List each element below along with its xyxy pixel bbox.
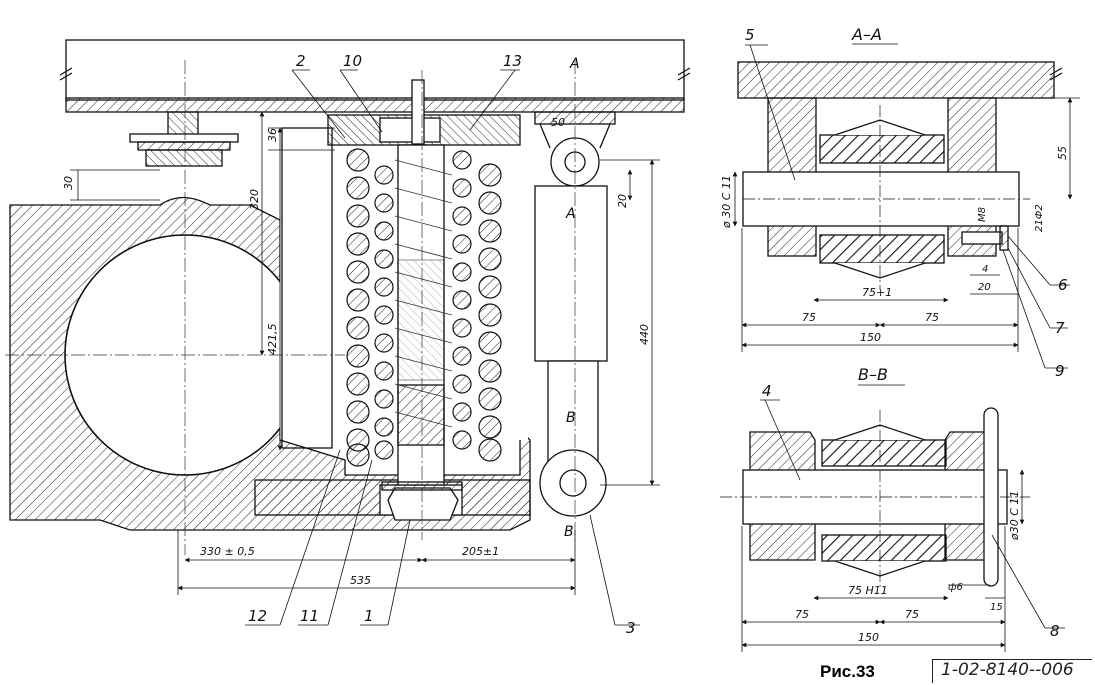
washer-top [129, 133, 239, 143]
cut-b-low: B [564, 524, 574, 540]
callout-5: 5 [745, 26, 755, 44]
dim-205: 205±1 [462, 545, 499, 558]
section-bb [720, 384, 1065, 652]
spring-wire-lines [394, 159, 453, 428]
aa-dim-75b: 75 [925, 311, 939, 324]
top-beam [65, 39, 685, 101]
damper-rod [547, 360, 599, 462]
bb-dim-dia: ø30 C 11 [1008, 491, 1021, 541]
figure-label: Рис.33 [820, 662, 875, 681]
spring-coils [346, 148, 502, 467]
dim-421-5: 421,5 [266, 324, 279, 356]
callout-13: 13 [503, 52, 522, 70]
aa-dim-4: 4 [982, 264, 988, 275]
callout-12: 12 [248, 607, 267, 625]
cut-b-mid: B [566, 410, 576, 426]
dim-320: 320 [248, 189, 261, 210]
section-bb-labels: B–B 4 8 ø30 C 11 75 H11 ф6 15 75 75 150 [762, 365, 1060, 644]
dim-440: 440 [638, 324, 651, 345]
washer-mid [137, 141, 231, 151]
top-beam-plate [65, 97, 685, 113]
aa-bushing-top [819, 134, 945, 164]
callout-4: 4 [762, 382, 772, 400]
section-aa-labels: A–A 5 6 7 9 55 ø 30 C 11 M8 21Ф2 4 20 75… [720, 25, 1069, 380]
section-aa-title: A–A [851, 25, 882, 44]
callout-2: 2 [296, 52, 306, 70]
aa-dim-m8: M8 [977, 207, 988, 222]
main-labels: 2 10 13 12 11 1 3 A A B B 50 36 320 30 2… [62, 52, 651, 637]
dim-330: 330 ± 0,5 [200, 545, 255, 558]
bb-dim-15: 15 [990, 602, 1003, 613]
bb-bushing-top [821, 439, 947, 467]
bb-bushing-bottom [821, 534, 947, 562]
callout-10: 10 [343, 52, 362, 70]
aa-dim-dia: ø 30 C 11 [720, 175, 733, 229]
aa-dim-21: 21Ф2 [1034, 204, 1045, 232]
bb-dim-phi6: ф6 [948, 582, 963, 593]
callout-3: 3 [626, 619, 636, 637]
damper-body [534, 185, 608, 362]
dim-535: 535 [350, 574, 371, 587]
aa-dim-150: 150 [860, 331, 881, 344]
bb-cotter-pin [983, 407, 999, 587]
aa-bushing-bottom [819, 234, 945, 264]
eye-bottom [539, 449, 607, 517]
aa-dim-55: 55 [1056, 146, 1069, 160]
callout-8: 8 [1050, 622, 1060, 640]
section-aa [732, 43, 1080, 369]
dim-30: 30 [62, 176, 75, 190]
main-view [5, 39, 691, 626]
aa-dim-75-1: 75+1 [862, 286, 892, 299]
cut-a-mid: A [565, 206, 576, 222]
aa-dim-75a: 75 [802, 311, 816, 324]
aa-dim-20: 20 [978, 282, 991, 293]
bb-dim-75b: 75 [905, 608, 919, 621]
cut-a-top: A [569, 56, 580, 72]
document-number: 1-02-8140--006 [932, 659, 1092, 683]
nut [387, 487, 459, 521]
bb-dim-75a: 75 [795, 608, 809, 621]
dim-20: 20 [616, 194, 629, 208]
dim-36: 36 [266, 128, 279, 142]
callout-11: 11 [300, 607, 319, 625]
callout-1: 1 [364, 607, 374, 625]
aa-bolt [961, 231, 1003, 245]
bb-dim-150: 150 [858, 631, 879, 644]
section-bb-title: B–B [858, 365, 888, 384]
callout-7: 7 [1055, 319, 1065, 337]
washer-low [145, 149, 223, 167]
callout-6: 6 [1058, 276, 1068, 294]
bb-dim-75h11: 75 H11 [848, 584, 888, 597]
dim-50: 50 [551, 116, 565, 129]
callout-9: 9 [1055, 362, 1065, 380]
